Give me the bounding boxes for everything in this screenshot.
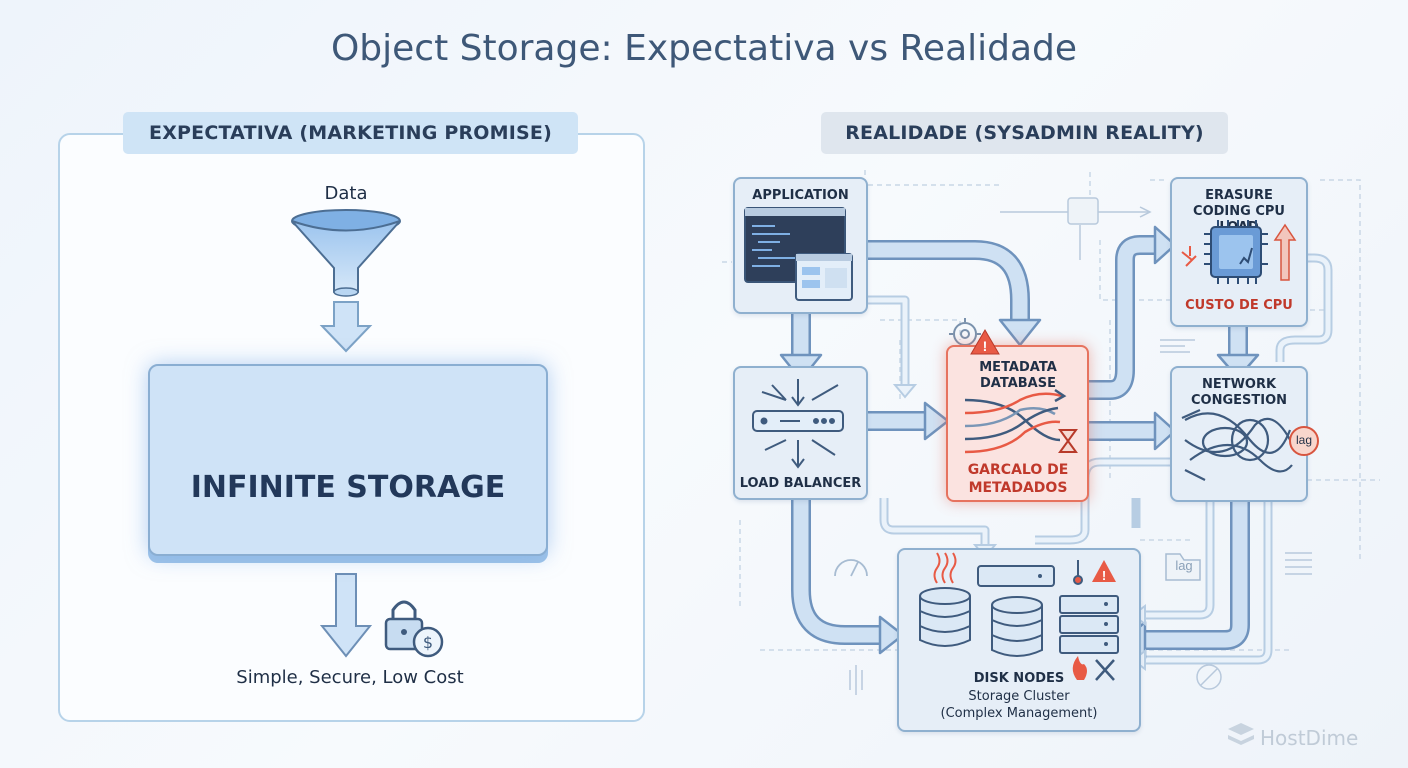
hourglass-icon	[1058, 429, 1078, 453]
router-icon	[752, 379, 844, 469]
cpu-chip-icon-faint	[1067, 197, 1099, 225]
disk-title: DISK NODES	[973, 671, 1065, 686]
svg-text:!: !	[1102, 568, 1106, 583]
database-stack-icon	[919, 587, 1043, 657]
thermometer-icon	[1073, 560, 1083, 585]
lag-badge-icon	[1289, 426, 1319, 456]
wrench-icon	[1095, 659, 1115, 681]
svg-text:$: $	[423, 633, 433, 652]
expectation-label: EXPECTATIVA (MARKETING PROMISE)	[123, 112, 578, 154]
network-title: NETWORK CONGESTION	[1190, 377, 1288, 408]
load-balancer-label: LOAD BALANCER	[739, 476, 862, 491]
page-title: Object Storage: Expectativa vs Realidade	[330, 28, 1078, 69]
gauge-icon	[834, 559, 868, 577]
server-rack-icon	[977, 565, 1119, 654]
curved-arrow-down-icon	[319, 301, 373, 353]
dollar-coin-icon: $	[412, 626, 444, 658]
infinite-storage-box	[148, 364, 548, 556]
funnel-icon	[291, 209, 401, 297]
fire-icon	[1072, 656, 1087, 680]
tagline: Simple, Secure, Low Cost	[236, 667, 464, 688]
load-balancer-node: LOAD BALANCER	[733, 366, 868, 500]
application-label: APPLICATION	[752, 188, 849, 203]
reality-label: REALIDADE (SYSADMIN REALITY)	[821, 112, 1228, 154]
arrow-down-icon	[319, 573, 373, 658]
warning-icon: !	[970, 329, 1000, 355]
disk-subtitle-1: Storage Cluster	[968, 689, 1070, 704]
svg-text:!: !	[983, 338, 988, 354]
cpu-load-up-arrow-icon	[1273, 223, 1297, 281]
warning-icon-disk: !	[1092, 560, 1116, 583]
metadata-database-node: METADATA DATABASE GARCALO DE METADADOS	[946, 345, 1089, 502]
lag-badge-label: lag	[1295, 433, 1312, 447]
code-window-icon	[744, 207, 853, 301]
erasure-subtitle: CUSTO DE CPU	[1185, 298, 1293, 313]
tangled-arrows-icon	[964, 388, 1067, 454]
cpu-chip-icon	[1204, 220, 1268, 284]
network-congestion-node: NETWORK CONGESTION	[1170, 366, 1308, 502]
heat-spark-icon	[1181, 246, 1197, 267]
cable-tangle-icon	[1181, 408, 1297, 481]
lag-folder-icon	[1165, 553, 1201, 581]
infinite-storage-label: INFINITE STORAGE	[190, 470, 506, 505]
brand-name: HostDime	[1260, 726, 1359, 750]
metadata-title: METADATA DATABASE	[979, 360, 1057, 391]
data-label: Data	[324, 183, 368, 204]
heat-waves-icon	[933, 552, 957, 584]
bg-lag-label: lag	[1175, 558, 1193, 573]
disk-subtitle-2: (Complex Management)	[940, 706, 1098, 721]
metadata-subtitle: GARCALO DE METADADOS	[967, 462, 1069, 496]
